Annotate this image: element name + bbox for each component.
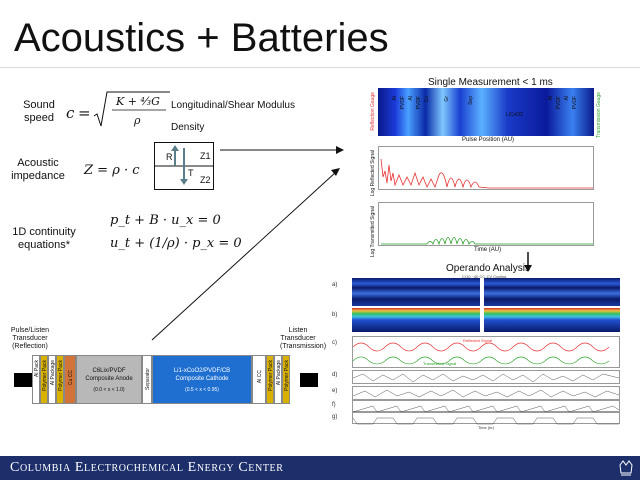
trace-panel-g xyxy=(352,412,620,425)
impedance-equation: Z = ρ · c xyxy=(84,163,140,178)
layer-polymer-right-2: Polymer Pack xyxy=(282,355,290,404)
layer-polymer-left-1: Polymer Pack xyxy=(40,355,48,404)
panel-g-label: g) xyxy=(332,414,338,420)
right-transducer xyxy=(300,373,318,387)
panel-b-label: b) xyxy=(332,312,338,318)
footer-bar: Columbia Electrochemical Energy Center xyxy=(0,456,640,480)
svg-text:c: c xyxy=(66,104,75,122)
modulus-label: Longitudinal/Shear Modulus xyxy=(171,100,295,111)
impedance-z2: Z2 xyxy=(200,175,211,185)
panel-f-label: f) xyxy=(332,402,336,408)
svg-text:=: = xyxy=(78,104,91,122)
heatmap-a-right xyxy=(484,278,620,306)
impedance-z1: Z1 xyxy=(200,151,211,161)
layer-polymer-right-1: Polymer Pack xyxy=(266,355,274,404)
pulse-heatmap: Al PVDF Al PVDF Cu Gr Sep LiCoO2 Al PVDF… xyxy=(378,88,594,136)
trace-panel-d xyxy=(352,370,620,384)
continuity-eq1: p_t + B · u_x = 0 xyxy=(110,213,221,228)
layer-cu-cc: Cu CC xyxy=(64,355,76,404)
transmission-gauge-label: Transmission Gauge xyxy=(596,92,602,138)
operando-title: Operando Analysis xyxy=(446,263,530,274)
continuity-eq2: u_t + (1/ρ) · p_x = 0 xyxy=(110,236,242,251)
panel-c-label: c) xyxy=(332,340,337,346)
title-divider xyxy=(0,67,640,68)
layer-al-cc: Al CC xyxy=(252,355,266,404)
transmission-t: T xyxy=(188,168,194,178)
transmitted-ylabel: Log Transmitted Signal xyxy=(370,206,376,258)
crown-logo-icon xyxy=(618,459,634,477)
operando-xlabel: Time (hr) xyxy=(478,425,495,430)
panel-e-label: e) xyxy=(332,388,338,394)
slide-title: Acoustics + Batteries xyxy=(14,16,389,60)
left-transducer-label: Pulse/Listen Transducer (Reflection) xyxy=(10,327,50,350)
continuity-label: 1D continuity equations* xyxy=(12,226,76,251)
layer-al-pack-left: Al Pack xyxy=(32,355,40,404)
layer-al-package-left: Al Package xyxy=(48,355,56,404)
left-transducer xyxy=(14,373,32,387)
layer-anode: C6Lix/PVDF Composite Anode (0.0 < x < 1.… xyxy=(76,355,142,404)
layer-al-package-right: Al Package xyxy=(274,355,282,404)
layer-separator: Separator xyxy=(142,355,152,404)
pulse-position-label: Pulse Position (AU) xyxy=(462,137,515,143)
density-label: Density xyxy=(171,122,205,133)
heatmap-b-right xyxy=(484,308,620,332)
interface-diagram: R T Z1 Z2 xyxy=(154,142,214,190)
reflected-ylabel: Log Reflected Signal xyxy=(370,150,376,197)
layer-cathode: Li1-xCoO2/PVDF/CB Composite Cathode (0.5… xyxy=(152,355,252,404)
trace-panel-f xyxy=(352,400,620,413)
reflection-gauge-label: Reflection Gauge xyxy=(370,92,376,131)
svg-text:K + ⁴⁄₃G: K + ⁴⁄₃G xyxy=(115,95,160,108)
time-au-label: Time (AU) xyxy=(474,247,502,253)
reflection-r: R xyxy=(166,152,173,162)
panel-d-label: d) xyxy=(332,372,338,378)
sound-speed-label: Sound speed xyxy=(23,99,55,124)
layer-polymer-left-2: Polymer Pack xyxy=(56,355,64,404)
footer-text: Columbia Electrochemical Energy Center xyxy=(10,460,284,475)
transmitted-signal-plot xyxy=(378,202,594,246)
trace-panel-e xyxy=(352,386,620,400)
svg-text:ρ: ρ xyxy=(133,114,141,127)
heatmap-b-left xyxy=(352,308,480,332)
impedance-label: Acoustic impedance xyxy=(11,157,65,182)
heatmap-a-left xyxy=(352,278,480,306)
panel-a-label: a) xyxy=(332,282,338,288)
right-transducer-label: Listen Transducer (Transmission) xyxy=(280,327,327,350)
measurement-title: Single Measurement < 1 ms xyxy=(428,77,553,88)
sound-speed-equation: c = K + ⁴⁄₃G ρ xyxy=(66,88,171,132)
signal-trace-panel: Reflected Signal Transmitted Signal xyxy=(352,336,620,368)
reflected-signal-plot xyxy=(378,146,594,190)
operando-subtitle: C/10 ~40 CC-CV Cycling xyxy=(462,274,507,279)
